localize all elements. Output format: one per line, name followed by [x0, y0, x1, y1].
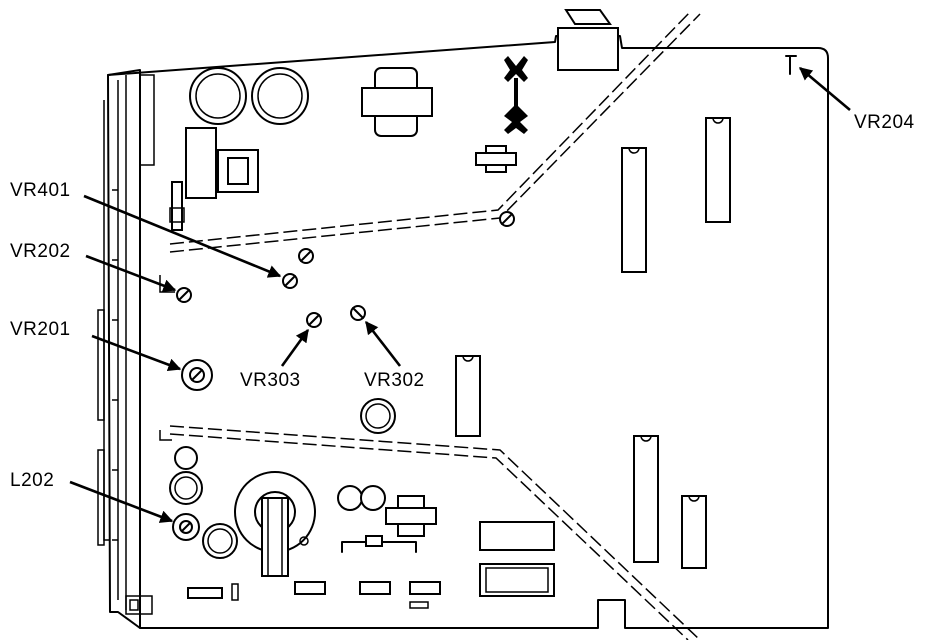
- vr202-arrow: [85, 254, 177, 292]
- l202-coil: [172, 513, 200, 541]
- l202-arrow: [69, 480, 174, 523]
- vr302-arrow: [364, 320, 402, 367]
- vr401-arrow: [83, 194, 282, 278]
- vr302-screw: [350, 305, 366, 321]
- vr204-arrow: [799, 67, 851, 111]
- label-vr303: VR303: [240, 370, 301, 391]
- vr201-pot: [181, 359, 213, 391]
- vr401-screw: [282, 273, 298, 289]
- label-vr302: VR302: [364, 370, 425, 391]
- labels: VR401 VR202 VR201 L202 VR303 VR302 VR204: [10, 112, 915, 491]
- board-outline: [97, 35, 829, 629]
- vr303-arrow: [280, 328, 310, 367]
- vr303-screw: [306, 312, 322, 328]
- cut-lines: [169, 11, 701, 640]
- label-vr204: VR204: [854, 112, 915, 133]
- label-l202: L202: [10, 470, 54, 491]
- components: [169, 9, 797, 609]
- vr401b-screw: [298, 248, 314, 264]
- label-vr202: VR202: [10, 241, 71, 262]
- vr202-screw: [176, 287, 192, 303]
- leader-arrows: [69, 67, 851, 523]
- adjustment-points: [172, 211, 515, 541]
- label-vr401: VR401: [10, 180, 71, 201]
- vr201-arrow: [91, 334, 182, 371]
- label-vr201: VR201: [10, 319, 71, 340]
- trimmer-screw: [499, 211, 515, 227]
